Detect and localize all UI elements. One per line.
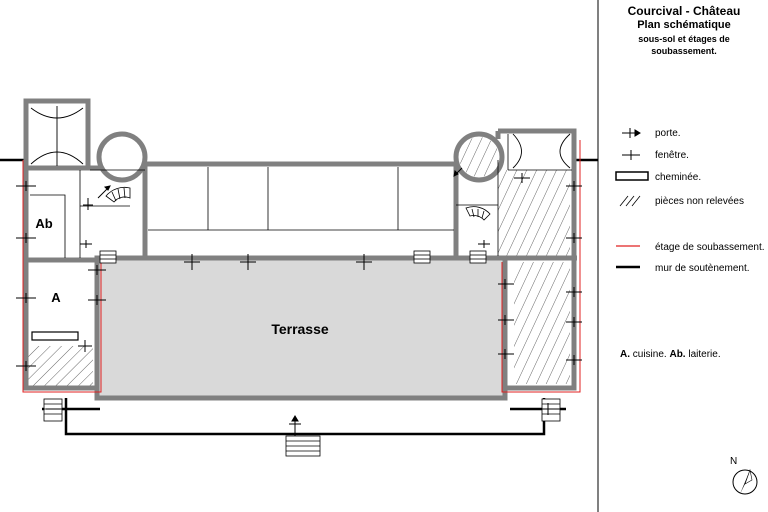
note-ab-text: laiterie. — [686, 349, 721, 360]
terrace-label: Terrasse — [271, 321, 329, 337]
legend-fireplace-icon — [615, 171, 649, 181]
spiral-stair-east — [465, 206, 491, 221]
steps — [43, 250, 561, 457]
legend-door-label: porte. — [655, 128, 681, 139]
legend-retaining-label: mur de soutènement. — [655, 263, 750, 274]
legend-window-label: fenêtre. — [655, 150, 689, 161]
spiral-stair-west — [105, 187, 131, 203]
unsurveyed-room-east-lower — [514, 262, 570, 384]
title-line-4: soubassement. — [651, 46, 717, 56]
room-ab-label: Ab — [35, 216, 52, 231]
title-line-2: Plan schématique — [637, 19, 731, 31]
windows — [16, 173, 582, 371]
fireplace-room-a — [31, 331, 79, 341]
room-key-note: A. cuisine. Ab. laiterie. — [620, 349, 721, 360]
north-label: N — [730, 456, 737, 467]
doors — [46, 167, 562, 436]
north-arrow-icon — [732, 468, 758, 495]
interior-partitions — [30, 134, 572, 258]
note-ab-key: Ab. — [669, 349, 685, 360]
basement-outline — [22, 140, 581, 393]
legend-unsurveyed-label: pièces non relevées — [655, 196, 744, 207]
vaults — [30, 106, 571, 169]
legend-window-icon — [622, 150, 640, 160]
title-line-3: sous-sol et étages de — [638, 34, 730, 44]
unsurveyed-room-west — [28, 346, 93, 386]
legend-hatch-icon — [619, 195, 641, 207]
note-a-text: cuisine. — [630, 349, 669, 360]
unsurveyed-room-east-upper — [498, 170, 570, 256]
legend-fireplace-label: cheminée. — [655, 172, 701, 183]
legend-door-icon — [622, 128, 641, 138]
room-a-label: A — [51, 290, 61, 305]
note-a-key: A. — [620, 349, 630, 360]
unsurveyed-tower-east — [459, 137, 499, 177]
legend-basement-label: étage de soubassement. — [655, 242, 765, 253]
title-line-1: Courcival - Château — [627, 4, 741, 18]
